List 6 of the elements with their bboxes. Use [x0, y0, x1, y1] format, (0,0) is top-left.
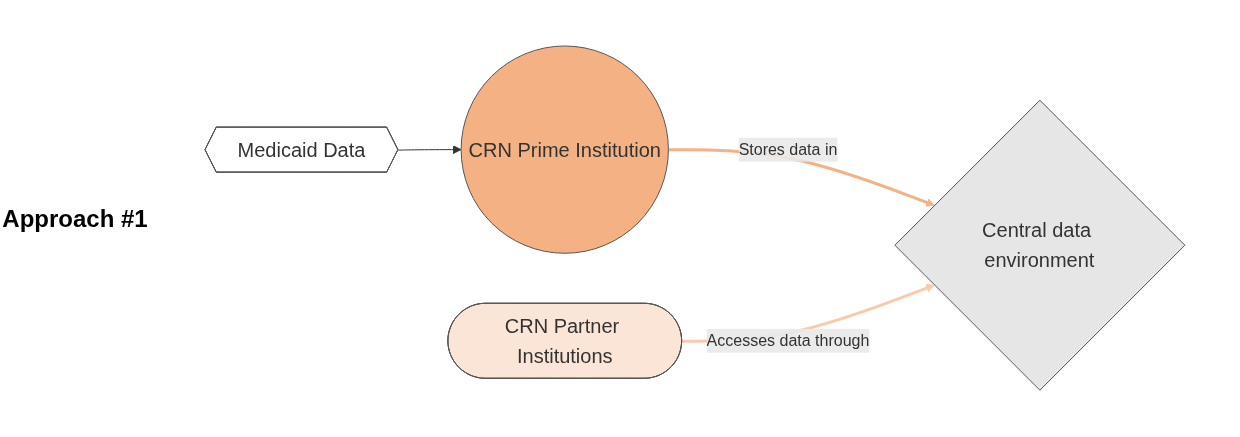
node-circle: CRN Prime Institution: [460, 45, 669, 255]
approach-label: Approach #1: [1, 204, 149, 233]
node-diamond: Central data environment: [894, 100, 1186, 392]
edge-label: Accesses data through: [706, 332, 870, 350]
arrow: [397, 145, 462, 155]
edge-label: Stores data in: [738, 141, 838, 159]
